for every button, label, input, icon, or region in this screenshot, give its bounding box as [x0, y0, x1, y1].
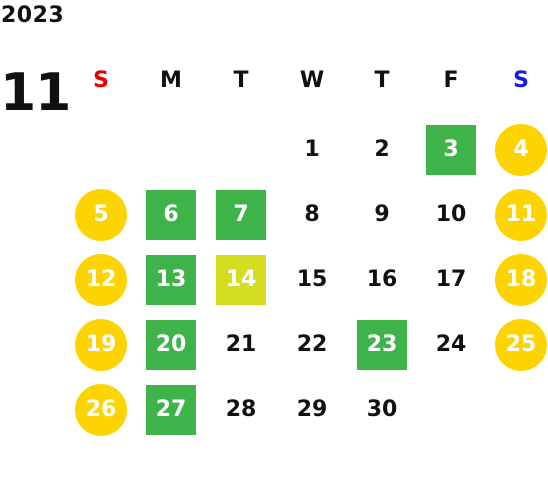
calendar-day-16[interactable]: 16 — [366, 267, 398, 292]
calendar-day-7[interactable]: 7 — [216, 190, 266, 240]
weekday-header-5: F — [443, 68, 459, 93]
calendar-day-10[interactable]: 10 — [435, 202, 467, 227]
calendar-day-3[interactable]: 3 — [426, 125, 476, 175]
calendar-day-24[interactable]: 24 — [435, 332, 467, 357]
calendar-day-4[interactable]: 4 — [495, 124, 547, 176]
weekday-header-3: W — [299, 68, 325, 93]
calendar-day-23[interactable]: 23 — [357, 320, 407, 370]
calendar-day-29[interactable]: 29 — [296, 397, 328, 422]
weekday-header-4: T — [374, 68, 390, 93]
calendar-day-5[interactable]: 5 — [75, 189, 127, 241]
calendar-day-11[interactable]: 11 — [495, 189, 547, 241]
calendar-month: 11 — [0, 63, 71, 123]
calendar-day-1[interactable]: 1 — [304, 137, 320, 162]
calendar-day-15[interactable]: 15 — [296, 267, 328, 292]
weekday-header-6: S — [513, 68, 529, 93]
calendar-day-6[interactable]: 6 — [146, 190, 196, 240]
calendar-day-2[interactable]: 2 — [374, 137, 390, 162]
calendar-day-21[interactable]: 21 — [225, 332, 257, 357]
weekday-header-1: M — [160, 68, 182, 93]
calendar-day-25[interactable]: 25 — [495, 319, 547, 371]
weekday-header-2: T — [233, 68, 249, 93]
calendar-day-9[interactable]: 9 — [374, 202, 390, 227]
calendar-year: 2023 — [1, 3, 65, 28]
calendar-day-13[interactable]: 13 — [146, 255, 196, 305]
calendar-day-26[interactable]: 26 — [75, 384, 127, 436]
calendar-day-17[interactable]: 17 — [435, 267, 467, 292]
calendar-day-27[interactable]: 27 — [146, 385, 196, 435]
weekday-header-0: S — [93, 68, 109, 93]
calendar-day-28[interactable]: 28 — [225, 397, 257, 422]
calendar-day-19[interactable]: 19 — [75, 319, 127, 371]
calendar-day-22[interactable]: 22 — [296, 332, 328, 357]
calendar-day-14[interactable]: 14 — [216, 255, 266, 305]
calendar-day-20[interactable]: 20 — [146, 320, 196, 370]
calendar-day-12[interactable]: 12 — [75, 254, 127, 306]
calendar-day-30[interactable]: 30 — [366, 397, 398, 422]
calendar-day-18[interactable]: 18 — [495, 254, 547, 306]
calendar-day-8[interactable]: 8 — [304, 202, 320, 227]
